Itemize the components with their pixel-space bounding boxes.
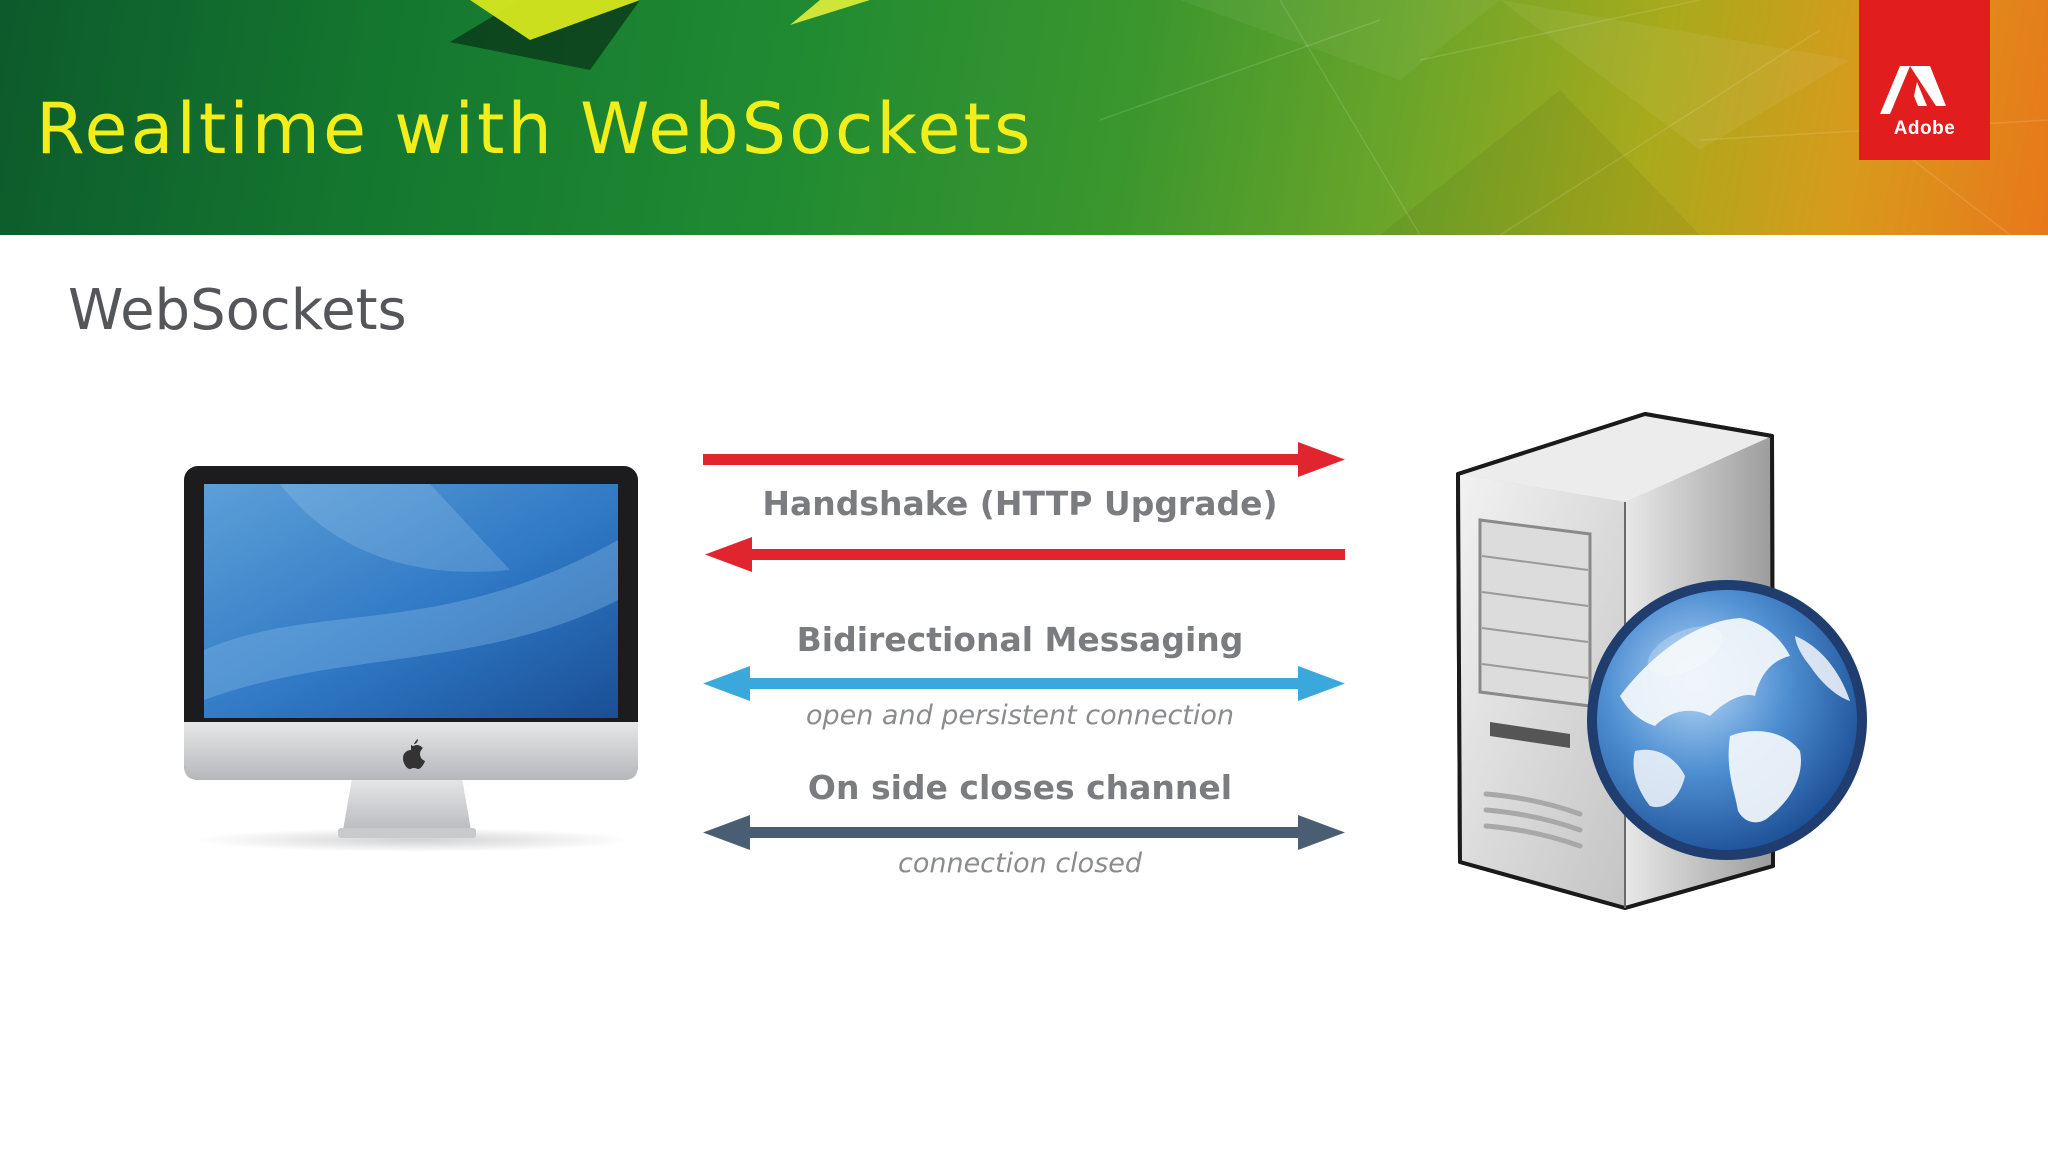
web-server-icon: [1440, 406, 1880, 916]
close-label: On side closes channel: [740, 768, 1300, 807]
handshake-response-arrow: [705, 537, 1345, 572]
messaging-bidirectional-arrow: [703, 666, 1345, 701]
adobe-logo-text: Adobe: [1859, 118, 1990, 140]
handshake-label: Handshake (HTTP Upgrade): [740, 484, 1300, 523]
close-sublabel: connection closed: [740, 848, 1300, 879]
close-bidirectional-arrow: [703, 815, 1345, 850]
client-computer-icon: [180, 460, 650, 860]
messaging-sublabel: open and persistent connection: [740, 700, 1300, 731]
messaging-label: Bidirectional Messaging: [740, 620, 1300, 659]
adobe-logo: Adobe: [1859, 0, 1990, 160]
handshake-request-arrow: [703, 442, 1345, 477]
section-title: WebSockets: [68, 278, 407, 343]
presentation-title: Realtime with WebSockets: [36, 88, 1033, 170]
adobe-a-icon: [1880, 66, 1969, 116]
header-banner: Realtime with WebSockets Adobe: [0, 0, 2048, 235]
